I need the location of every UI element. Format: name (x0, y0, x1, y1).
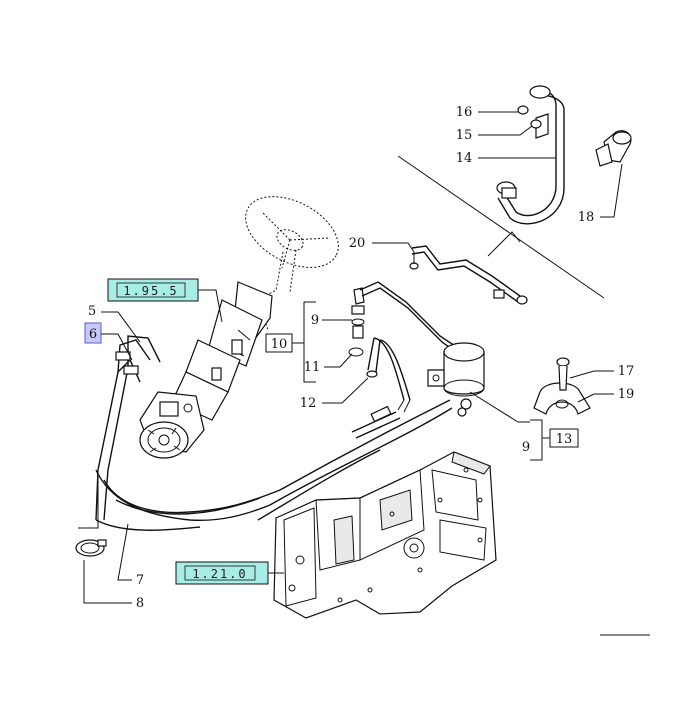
callout-7: 7 (136, 573, 144, 588)
detail-pointer (487, 231, 521, 257)
callout-18: 18 (578, 210, 595, 225)
ref-steering-leader (198, 289, 223, 323)
ref-gearbox-label: 1.21.0 (192, 567, 247, 581)
callout-6-highlight[interactable] (84, 322, 102, 344)
leader-5 (101, 311, 141, 343)
bolt-17 (556, 357, 570, 391)
fitting-stack (348, 281, 459, 357)
gearbox-housing (273, 451, 497, 619)
leader-9b (469, 391, 530, 423)
leader-11 (324, 353, 353, 368)
pipe-12 (366, 337, 411, 413)
leader-8 (83, 560, 132, 604)
steering-motor (139, 391, 205, 459)
detail-frame-line (397, 155, 605, 299)
leader-15 (478, 125, 533, 136)
callout-10: 10 (271, 337, 288, 352)
callout-6: 6 (89, 327, 97, 342)
leader-19 (577, 393, 614, 403)
callout-17: 17 (618, 364, 635, 379)
callout-16: 16 (456, 105, 473, 120)
main-hoses (257, 399, 453, 521)
leader-17 (569, 370, 614, 379)
leader-18 (600, 163, 623, 218)
pipe-20 (409, 245, 528, 305)
leader-6 (101, 333, 133, 361)
leader-20 (372, 242, 415, 253)
leader-7 (117, 523, 132, 581)
clamp-8 (75, 539, 107, 557)
accumulator (427, 342, 485, 417)
callout-19: 19 (618, 387, 635, 402)
bracket-19 (533, 382, 591, 415)
leader-12 (322, 377, 369, 404)
leader-8-bracket (78, 470, 99, 529)
callout-14: 14 (456, 151, 473, 166)
callout-13: 13 (556, 432, 573, 447)
callout-9a: 9 (311, 313, 319, 328)
elbow-18 (595, 130, 632, 167)
callout-5: 5 (88, 304, 96, 319)
group-10-bracket (303, 301, 316, 383)
ref-box-gearbox-inner (184, 565, 256, 581)
callout-20: 20 (349, 236, 366, 251)
callout-12: 12 (300, 396, 317, 411)
ref-box-steering-inner (116, 282, 186, 298)
callout-9b: 9 (522, 440, 530, 455)
callout-15: 15 (456, 128, 473, 143)
callout-11: 11 (304, 360, 321, 375)
detail-pipe-14 (496, 85, 565, 225)
group-13-bracket (530, 419, 543, 461)
nut-16 (517, 105, 529, 115)
washer-15 (530, 119, 542, 129)
callout-8: 8 (136, 596, 144, 611)
ref-steering-label: 1.95.5 (123, 284, 178, 298)
